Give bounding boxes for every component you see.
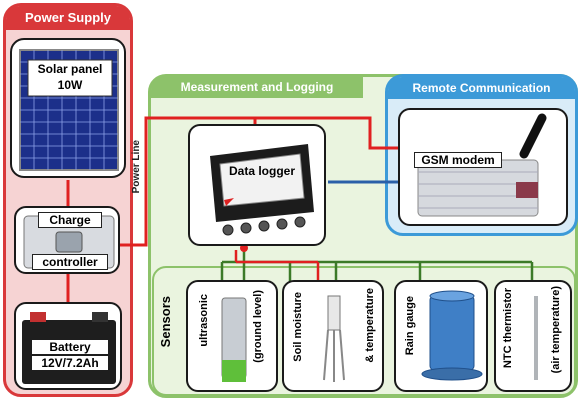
solar-panel-icon xyxy=(19,49,119,171)
ultrasonic-icon xyxy=(221,297,247,382)
gsm-modem-card: GSM modem xyxy=(398,108,568,226)
battery-label: Battery xyxy=(32,340,108,354)
power-line-label: Power Line xyxy=(131,140,142,194)
battery-card: Battery 12V/7.2Ah xyxy=(14,302,122,390)
charge-controller-card: Charge controller xyxy=(14,206,120,274)
rain-gauge-label: Rain gauge xyxy=(404,296,416,356)
power-supply-title: Power Supply xyxy=(6,6,130,30)
battery-spec: 12V/7.2Ah xyxy=(32,356,108,370)
controller-label: controller xyxy=(32,254,108,270)
soil-temperature-label: & temperature xyxy=(364,288,376,363)
remote-title: Remote Communication xyxy=(388,77,575,99)
soil-moisture-label: Soil moisture xyxy=(292,292,304,362)
data-logger-card: Data logger xyxy=(188,124,326,246)
ntc-thermistor-card: NTC thermistor (air temperature) xyxy=(494,280,572,392)
data-logger-icon xyxy=(210,144,314,236)
solar-panel-card: Solar panel 10W xyxy=(10,38,126,178)
ntc-thermistor-label: NTC thermistor xyxy=(502,288,514,369)
ultrasonic-sensor-card: ultrasonic (ground level) xyxy=(186,280,278,392)
rain-gauge-card: Rain gauge xyxy=(394,280,488,392)
ultrasonic-sublabel: (ground level) xyxy=(252,290,264,363)
junction-dot xyxy=(240,244,248,252)
solar-panel-label: Solar panel xyxy=(37,62,103,76)
soil-probe-icon xyxy=(323,295,345,382)
soil-moisture-card: Soil moisture & temperature xyxy=(282,280,384,392)
rain-gauge-icon xyxy=(421,290,483,381)
solar-panel-power: 10W xyxy=(57,78,83,92)
ntc-air-temperature-label: (air temperature) xyxy=(550,286,562,374)
power-line-to-modem xyxy=(255,116,402,150)
measurement-title: Measurement and Logging xyxy=(151,76,363,98)
gsm-modem-icon xyxy=(417,113,547,217)
thermistor-icon xyxy=(534,296,538,380)
ultrasonic-label: ultrasonic xyxy=(198,294,210,347)
gsm-modem-label: GSM modem xyxy=(414,152,502,168)
power-line-to-logger xyxy=(118,116,257,247)
charge-label: Charge xyxy=(38,212,102,228)
data-logger-label: Data logger xyxy=(228,164,295,178)
